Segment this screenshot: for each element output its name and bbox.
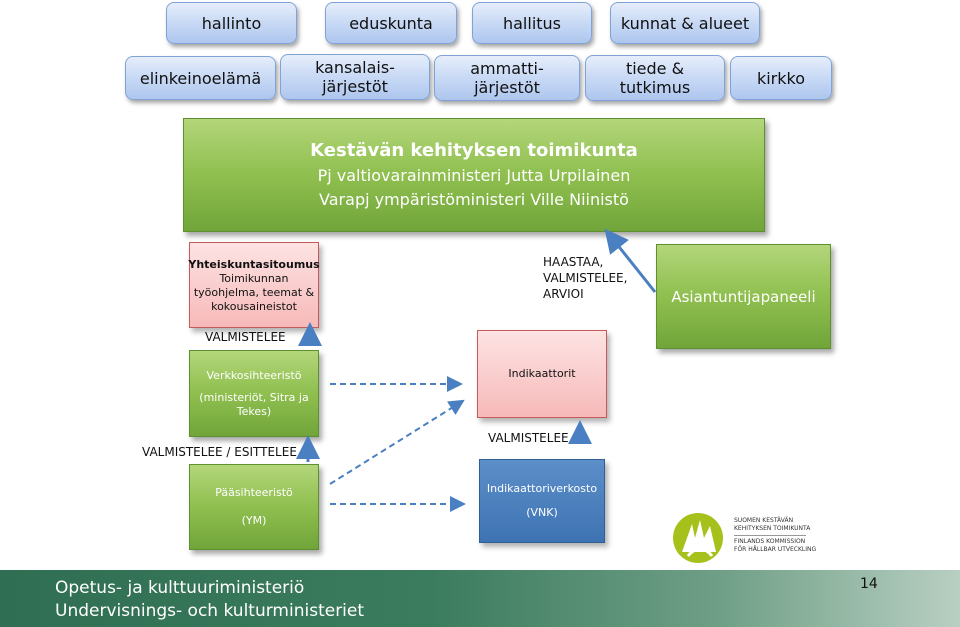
logo-text-line: FINLANDS KOMMISSION	[734, 538, 806, 545]
stakeholder-label: tiede & tutkimus	[619, 59, 691, 97]
stakeholder-kunnat: kunnat & alueet	[610, 2, 760, 44]
footer-ministry-sv: Undervisnings- och kulturministeriet	[55, 601, 365, 621]
commitment-text: Toimikunnan työohjelma, teemat & kokousa…	[193, 271, 315, 313]
stakeholder-elinkeinoelama: elinkeinoelämä	[125, 56, 276, 100]
label-haastaa: HAASTAA, VALMISTELEE, ARVIOI	[543, 255, 628, 301]
stakeholder-label: eduskunta	[349, 13, 433, 33]
commission-vice-chair: Varapj ympäristöministeri Ville Niinistö	[319, 190, 629, 209]
indicators-title: Indikaattorit	[508, 367, 576, 380]
network-secretariat-text: (ministeriöt, Sitra ja Tekes)	[199, 390, 309, 418]
commitment-title: Yhteiskuntasitoumus	[188, 257, 320, 271]
indicators-box: Indikaattorit	[477, 330, 607, 418]
commission-chair: Pj valtiovarainministeri Jutta Urpilaine…	[317, 166, 631, 185]
footer-bar: Opetus- ja kulttuuriministeriö Undervisn…	[0, 570, 960, 627]
commission-box: Kestävän kehityksen toimikunta Pj valtio…	[183, 118, 765, 232]
stakeholder-kirkko: kirkko	[730, 56, 832, 100]
stakeholder-label: hallitus	[502, 13, 562, 33]
label-valmistelee-2: VALMISTELEE	[488, 431, 569, 445]
logo-text-line: SUOMEN KESTÄVÄN	[734, 517, 794, 524]
stakeholder-label: elinkeinoelämä	[139, 68, 262, 88]
footer-ministry-fi: Opetus- ja kulttuuriministeriö	[55, 578, 305, 598]
stakeholder-kansalaisjarjestot: kansalais- järjestöt	[280, 54, 430, 100]
indicator-network-text: (VNK)	[526, 506, 558, 519]
network-secretariat-title: Verkkosihteeristö	[206, 368, 302, 382]
stakeholder-ammattijarjestot: ammatti- järjestöt	[434, 55, 580, 101]
stakeholder-label: kansalais- järjestöt	[315, 58, 395, 96]
main-secretariat-box: Pääsihteeristö (YM)	[189, 464, 319, 550]
main-secretariat-title: Pääsihteeristö	[215, 486, 293, 499]
main-secretariat-text: (YM)	[241, 514, 267, 527]
stakeholder-label: hallinto	[201, 13, 262, 33]
stakeholder-label: kirkko	[756, 68, 806, 88]
stakeholder-label: kunnat & alueet	[620, 13, 750, 33]
arrow-main-to-indicators	[329, 399, 465, 485]
logo-text: SUOMEN KESTÄVÄN KEHITYKSEN TOIMIKUNTA FI…	[734, 517, 816, 554]
stakeholder-hallinto: hallinto	[166, 2, 297, 44]
stakeholder-hallitus: hallitus	[472, 2, 592, 44]
indicator-network-title: Indikaattoriverkosto	[486, 482, 598, 495]
network-secretariat-box: Verkkosihteeristö (ministeriöt, Sitra ja…	[189, 350, 319, 437]
page-number: 14	[860, 576, 878, 592]
logo-text-line: KEHITYKSEN TOIMIKUNTA	[734, 525, 811, 532]
stakeholder-label: ammatti- järjestöt	[470, 59, 544, 97]
stakeholder-tiede: tiede & tutkimus	[585, 55, 725, 101]
indicator-network-box: Indikaattoriverkosto (VNK)	[479, 459, 605, 543]
expert-panel-box: Asiantuntijapaneeli	[656, 244, 831, 349]
label-valmistelee-1: VALMISTELEE	[205, 330, 286, 344]
commitment-box: Yhteiskuntasitoumus Toimikunnan työohjel…	[188, 242, 320, 328]
commission-title: Kestävän kehityksen toimikunta	[310, 140, 638, 161]
commission-logo-icon	[673, 513, 723, 563]
stakeholder-eduskunta: eduskunta	[325, 2, 457, 44]
label-valmistelee-esittelee: VALMISTELEE / ESITTELEE	[142, 445, 297, 459]
logo-text-line: FÖR HÅLLBAR UTVECKLING	[734, 546, 817, 553]
expert-panel-title: Asiantuntijapaneeli	[671, 287, 816, 306]
